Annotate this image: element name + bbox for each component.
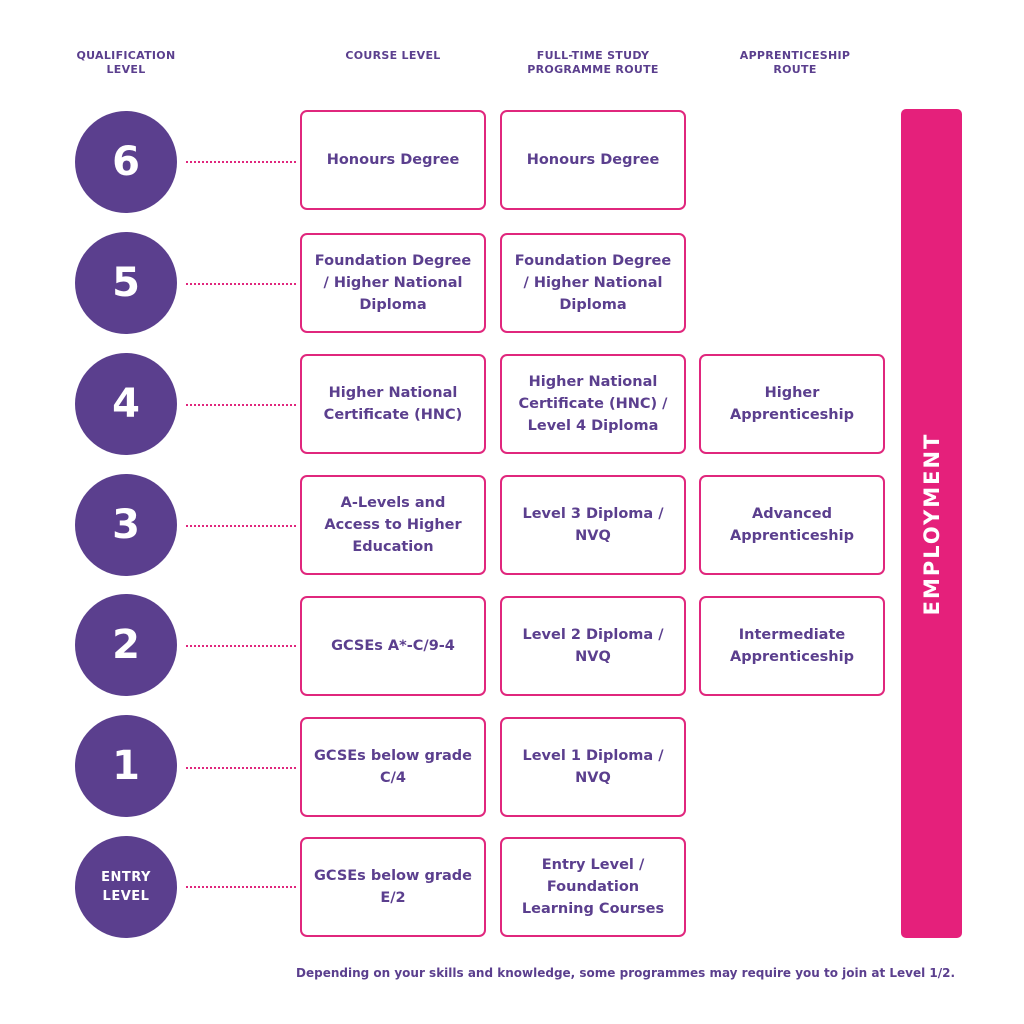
employment-bar: EMPLOYMENT xyxy=(901,109,962,938)
connector-dots xyxy=(186,645,296,647)
level-circle: 5 xyxy=(75,232,177,334)
connector-dots xyxy=(186,161,296,163)
apprenticeship-box: Intermediate Apprenticeship xyxy=(699,596,885,696)
level-circle: 3 xyxy=(75,474,177,576)
level-circle: 4 xyxy=(75,353,177,455)
header-apprenticeship-route: APPRENTICESHIP ROUTE xyxy=(739,49,851,76)
apprenticeship-box: Advanced Apprenticeship xyxy=(699,475,885,575)
connector-dots xyxy=(186,404,296,406)
connector-dots xyxy=(186,525,296,527)
level-circle: ENTRY LEVEL xyxy=(75,836,177,938)
connector-dots xyxy=(186,767,296,769)
course-box: Higher National Certificate (HNC) xyxy=(300,354,486,454)
course-box: Foundation Degree / Higher National Dipl… xyxy=(300,233,486,333)
header-fulltime-route: FULL-TIME STUDY PROGRAMME ROUTE xyxy=(527,49,659,76)
course-box: A-Levels and Access to Higher Education xyxy=(300,475,486,575)
header-qualification-level: QUALIFICATION LEVEL xyxy=(76,49,176,76)
course-box: Honours Degree xyxy=(300,110,486,210)
fulltime-box: Level 1 Diploma / NVQ xyxy=(500,717,686,817)
connector-dots xyxy=(186,886,296,888)
fulltime-box: Level 2 Diploma / NVQ xyxy=(500,596,686,696)
fulltime-box: Foundation Degree / Higher National Dipl… xyxy=(500,233,686,333)
level-circle: 6 xyxy=(75,111,177,213)
course-box: GCSEs below grade C/4 xyxy=(300,717,486,817)
apprenticeship-box: Higher Apprenticeship xyxy=(699,354,885,454)
fulltime-box: Entry Level / Foundation Learning Course… xyxy=(500,837,686,937)
connector-dots xyxy=(186,283,296,285)
fulltime-box: Level 3 Diploma / NVQ xyxy=(500,475,686,575)
fulltime-box: Honours Degree xyxy=(500,110,686,210)
course-box: GCSEs below grade E/2 xyxy=(300,837,486,937)
header-course-level: COURSE LEVEL xyxy=(345,49,441,62)
level-circle: 2 xyxy=(75,594,177,696)
course-box: GCSEs A*-C/9-4 xyxy=(300,596,486,696)
fulltime-box: Higher National Certificate (HNC) / Leve… xyxy=(500,354,686,454)
employment-label: EMPLOYMENT xyxy=(919,432,944,615)
level-circle: 1 xyxy=(75,715,177,817)
footnote: Depending on your skills and knowledge, … xyxy=(296,966,956,980)
